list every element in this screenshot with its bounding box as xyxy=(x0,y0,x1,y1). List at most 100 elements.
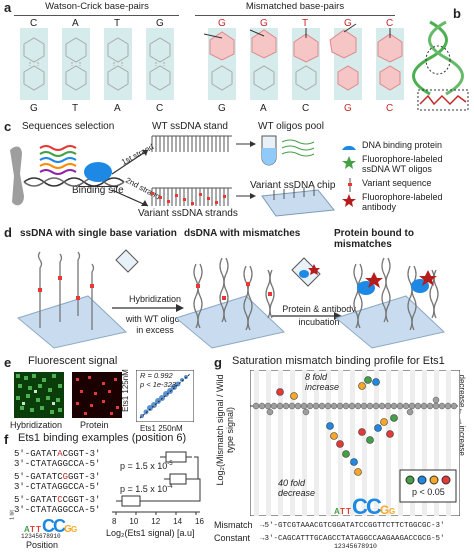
wc-bottom-4: C xyxy=(156,103,164,114)
mm-pair-1 xyxy=(203,28,236,100)
panel-a-label: a xyxy=(4,0,12,15)
position-digits-g: 12345678910 xyxy=(334,543,377,550)
variant-strands-label: Variant ssDNA strands xyxy=(138,208,238,219)
wc-top-3: T xyxy=(114,18,121,29)
svg-text:C: C xyxy=(42,516,55,534)
wc-title: Watson-Crick base-pairs xyxy=(45,1,149,12)
correlation-scatter xyxy=(136,370,194,422)
protein-label: Protein xyxy=(80,420,109,430)
svg-text:T: T xyxy=(30,525,35,534)
panel-c-graphic xyxy=(10,135,335,217)
wc-pair-2 xyxy=(62,28,90,100)
step2-title: dsDNA with mismatches xyxy=(184,228,301,239)
step1-title: ssDNA with single base variation xyxy=(20,228,177,239)
p-value-2: p = 1.5 x 10-4 xyxy=(120,484,173,494)
panel-g-plot: A T T C C G G xyxy=(250,370,460,516)
mm-pair-4 xyxy=(329,23,362,100)
boxplot-xlabel: Log₂(Ets1 signal) [a.u] xyxy=(106,528,195,538)
svg-text:T: T xyxy=(346,507,351,516)
seq-selection-label: Sequences selection xyxy=(22,121,115,132)
variant-chip-label: Variant ssDNA chip xyxy=(250,180,336,191)
mm-bottom-1: G xyxy=(218,103,226,114)
arrow1-text-b: with WT oligos xyxy=(125,314,185,324)
hybridization-label: Hybridization xyxy=(10,420,63,430)
scatter-ylabel: Ets1 125nM xyxy=(120,369,130,412)
seq3: 5'-GATATCCGGT-3' 3'-CTATAGGCCA-5' xyxy=(14,495,101,515)
legend-antibody-text: Fluorophore-labeled antibody xyxy=(362,192,443,212)
step3-title: Protein bound to mismatches xyxy=(334,228,414,250)
position-digits-f: 12345678910 xyxy=(21,533,61,540)
panel-a-basepairs xyxy=(20,23,404,100)
svg-text:G: G xyxy=(389,507,395,516)
hybridization-image xyxy=(14,372,64,418)
logo-bits-f: 1 bit xyxy=(9,510,16,520)
p-value-1: p = 1.5 x 10-5 xyxy=(120,461,173,471)
wc-pair-3 xyxy=(104,28,132,100)
panel-c-legend: DNA binding protein Fluorophore-labeled … xyxy=(340,140,474,216)
mm-top-1: G xyxy=(218,18,226,29)
star-red-icon xyxy=(342,194,356,207)
mm-top-3: T xyxy=(302,18,309,29)
corr-r: R = 0.992 xyxy=(140,371,173,380)
variant-seq-icon xyxy=(348,178,352,192)
panel-c-label: c xyxy=(4,119,12,134)
mm-bottom-3: C xyxy=(302,103,310,114)
panel-b-label: b xyxy=(453,6,461,21)
legend-wt-oligo-text: Fluorophore-labeled ssDNA WT oligos xyxy=(362,154,443,174)
mm-top-5: C xyxy=(386,18,394,29)
svg-text:G: G xyxy=(64,524,72,534)
mm-bottom-5: C xyxy=(386,103,394,114)
dna-helix-image xyxy=(412,20,469,111)
panel-f-boxplot xyxy=(112,451,201,515)
p-threshold-label: p < 0.05 xyxy=(412,487,445,497)
panel-e-title: Fluorescent signal xyxy=(28,355,118,367)
mm-title: Mismatched base-pairs xyxy=(245,1,345,12)
wc-pair-1 xyxy=(20,28,48,100)
panel-e-label: e xyxy=(4,355,12,370)
legend-protein-text: DNA binding protein xyxy=(362,140,443,150)
position-label-f: Position xyxy=(26,540,59,550)
svg-text:T: T xyxy=(340,507,345,516)
star-green-icon xyxy=(342,156,356,169)
wc-pair-4 xyxy=(146,28,174,100)
svg-text:A: A xyxy=(334,507,340,516)
mm-top-2: G xyxy=(260,18,268,29)
protein-image xyxy=(72,372,122,418)
svg-text:A: A xyxy=(24,525,30,534)
increase-annotation: 8 fold increase xyxy=(305,372,340,392)
svg-text:T: T xyxy=(36,525,41,534)
mismatch-seq: →5'-GTCGTAAACGTCGGATATCCGGTTCTTCTGGCGC-3… xyxy=(260,522,445,530)
arrow1-text-c: in excess xyxy=(136,325,174,335)
arrow2-text-b: incubation xyxy=(298,317,340,327)
arrow1-text-a: Hybridization xyxy=(128,294,182,304)
mm-bottom-4: G xyxy=(344,103,352,114)
seq2: 5'-GATATCGGGT-3' 3'-CTATAGGCCA-5' xyxy=(14,472,101,492)
legend-variant-text: Variant sequence xyxy=(362,178,432,188)
scatter-xlabel: Ets1 250nM xyxy=(140,424,183,433)
svg-text:G: G xyxy=(380,503,389,516)
wt-pool-label: WT oligos pool xyxy=(258,121,324,132)
mm-top-4: G xyxy=(344,18,352,29)
panel-d-graphic xyxy=(16,249,446,349)
panel-g-ylabel: Log₂(Mismatch signal / Wild type signal) xyxy=(215,374,235,486)
corr-p: p < 1e-323 xyxy=(140,380,177,389)
constant-row-label: Constant xyxy=(214,533,251,543)
svg-text:C: C xyxy=(352,494,368,516)
panel-g-title: Saturation mismatch binding profile for … xyxy=(232,355,445,367)
arrow2-text-a: Protein & antibody xyxy=(282,304,356,314)
protein-icon xyxy=(342,145,356,150)
panel-d-label: d xyxy=(4,225,12,240)
seq1: 5'-GATATACGGT-3' 3'-CTATAGGCCA-5' xyxy=(14,449,101,469)
decrease-annotation: 40 fold decrease xyxy=(278,478,316,498)
wc-bottom-3: A xyxy=(114,103,121,114)
mm-bottom-2: A xyxy=(260,103,267,114)
svg-text:C: C xyxy=(53,516,66,534)
wt-stand-label: WT ssDNA stand xyxy=(152,121,228,132)
wc-top-1: C xyxy=(30,18,38,29)
panel-f-title: Ets1 binding examples (position 6) xyxy=(18,432,187,444)
wc-title-bar xyxy=(14,15,179,16)
mm-pair-2 xyxy=(249,28,278,100)
mm-title-bar xyxy=(195,15,395,16)
wc-top-4: G xyxy=(156,18,164,29)
